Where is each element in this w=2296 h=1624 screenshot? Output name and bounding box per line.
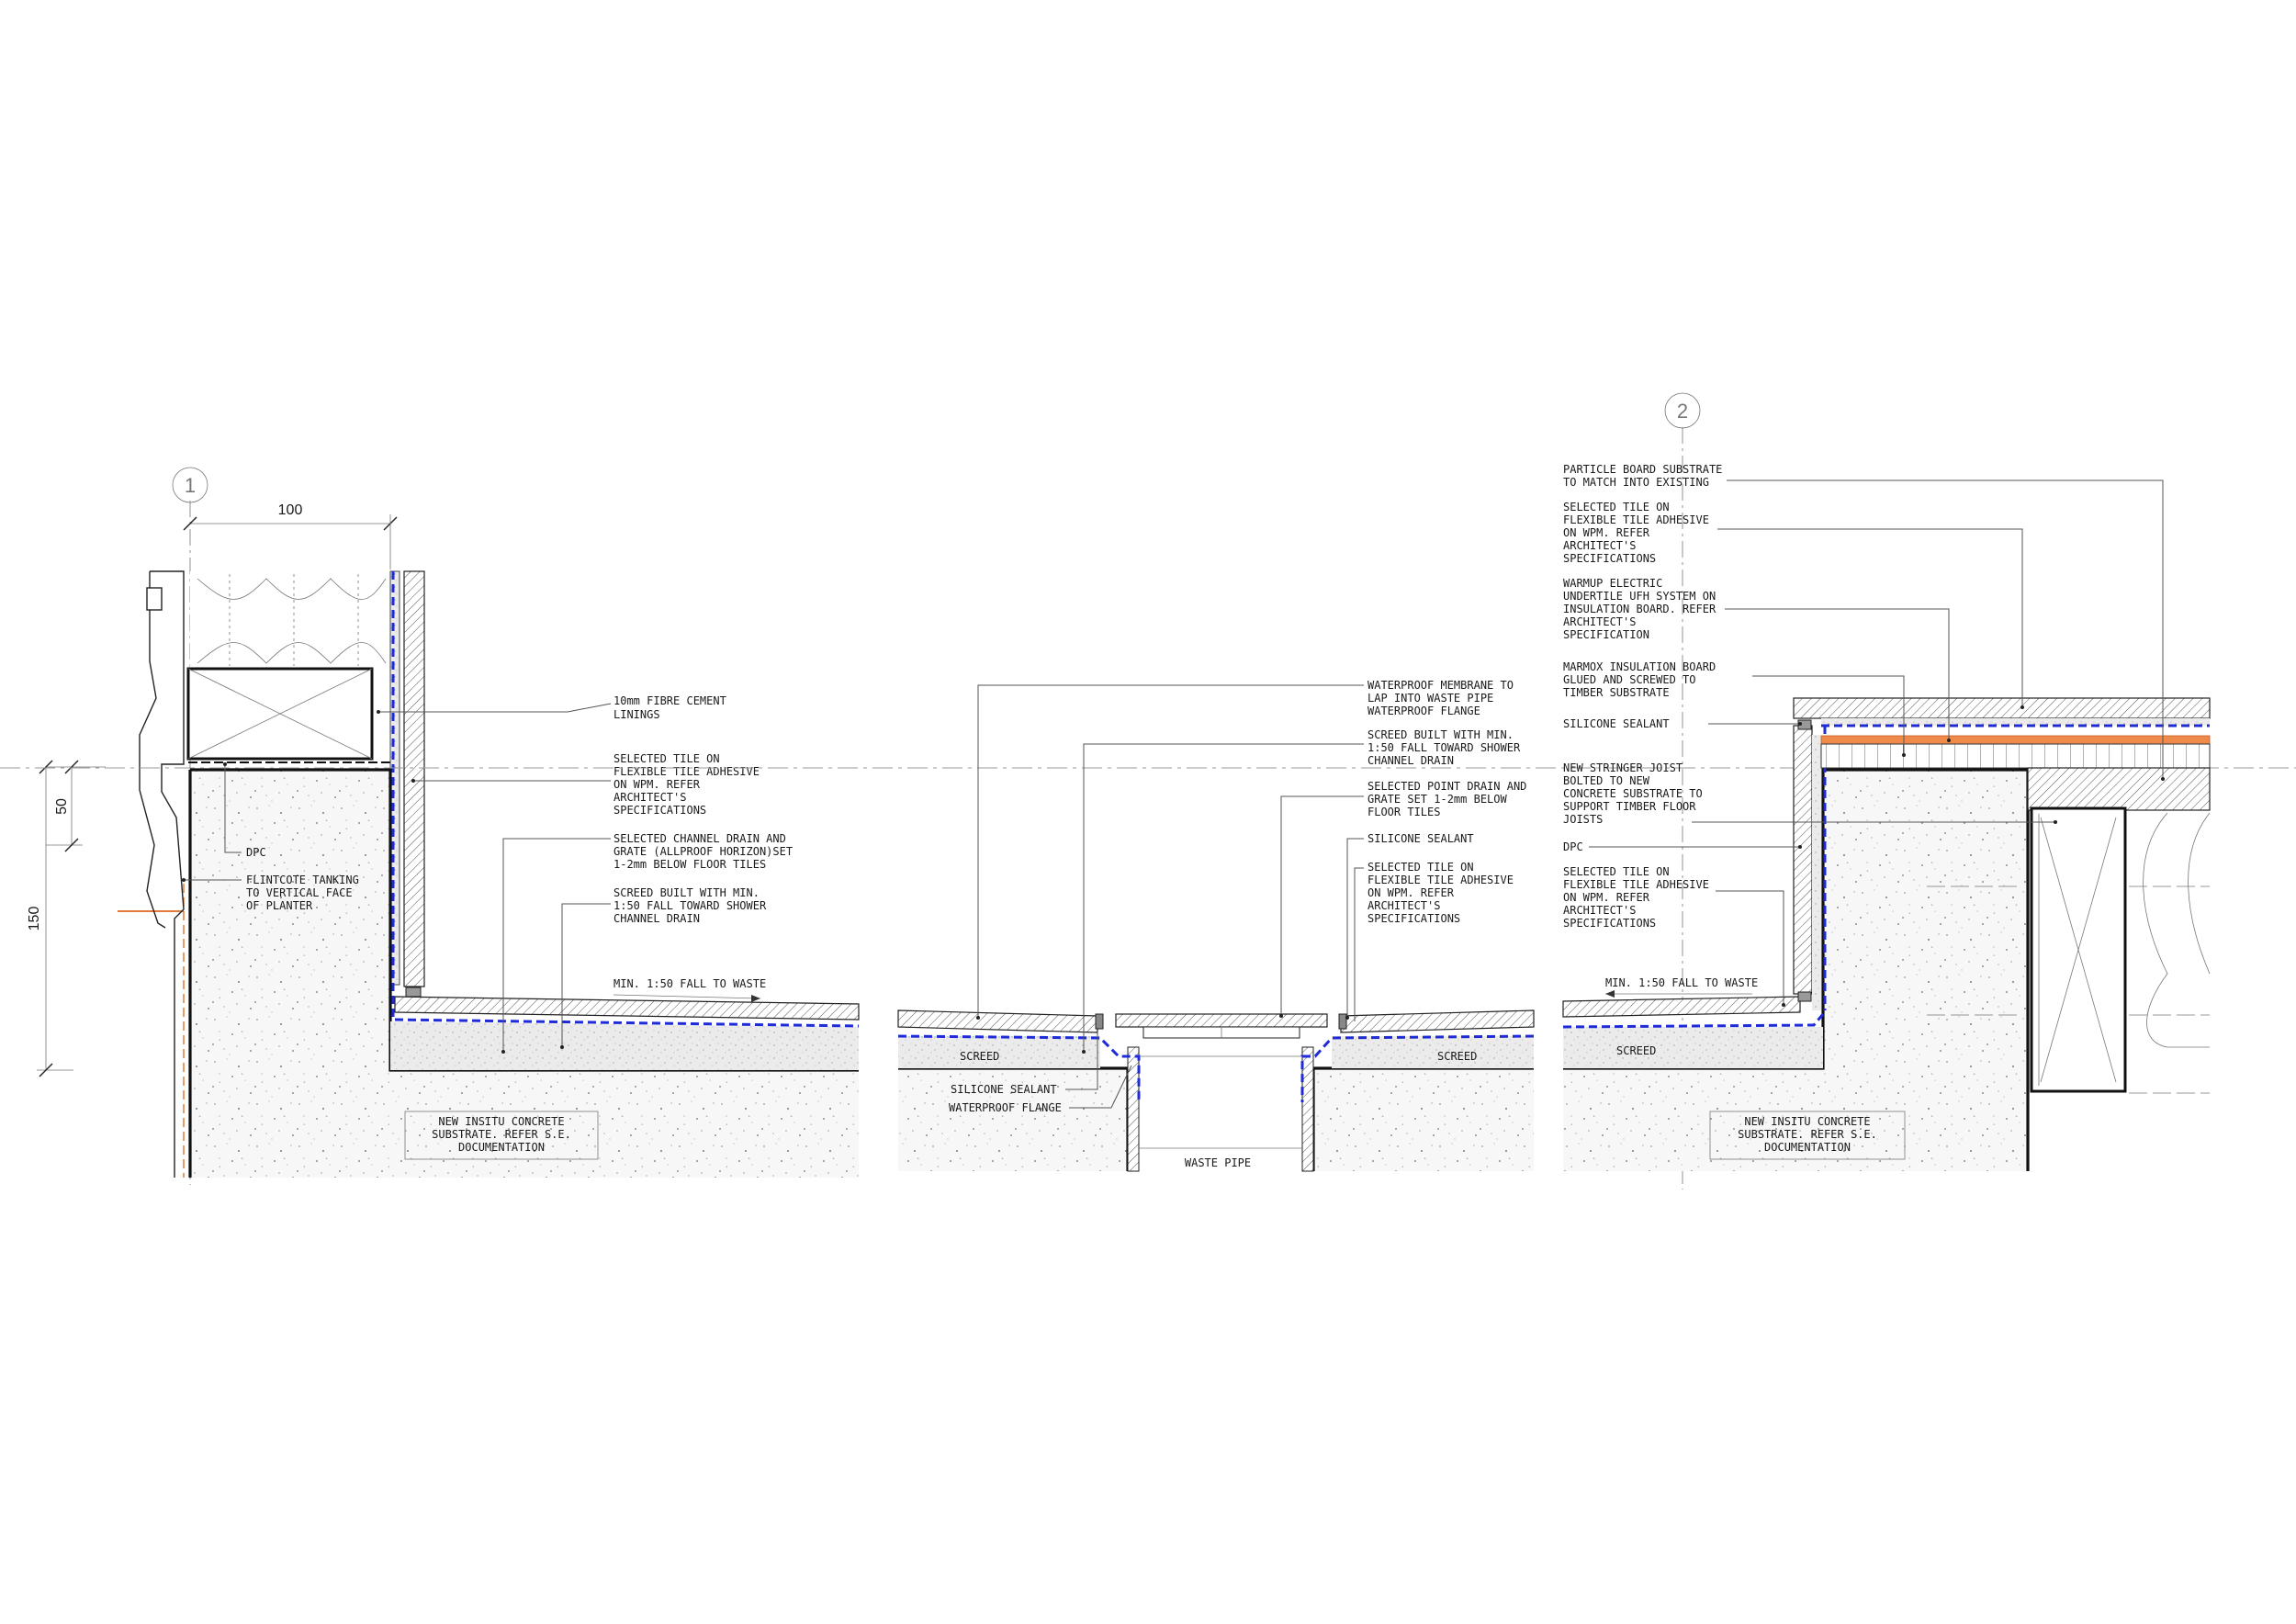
label-d2-wall-tile-3: ON WPM. REFER — [1563, 891, 1650, 904]
label-d2-silicone: SILICONE SEALANT — [1563, 717, 1670, 730]
label-drain-silicone: SILICONE SEALANT — [1367, 832, 1474, 845]
label-drain-tile-2: FLEXIBLE TILE ADHESIVE — [1367, 874, 1514, 886]
label-ufh-1: WARMUP ELECTRIC — [1563, 577, 1662, 590]
substrate-note-1-line2: SUBSTRATE. REFER S.E. — [432, 1128, 571, 1141]
marmox-insulation — [1820, 743, 2211, 769]
fall-note-2: MIN. 1:50 FALL TO WASTE — [1605, 976, 1758, 989]
label-membrane-3: WATERPROOF FLANGE — [1367, 705, 1480, 717]
label-tile-5: SPECIFICATIONS — [613, 804, 706, 817]
label-tanking-3: OF PLANTER — [246, 899, 313, 912]
label-d2-wall-tile-4: ARCHITECT'S — [1563, 904, 1636, 917]
waterproof-flange-label: WATERPROOF FLANGE — [949, 1101, 1062, 1114]
label-particle-board-1: PARTICLE BOARD SUBSTRATE — [1563, 463, 1722, 476]
label-tile-2: FLEXIBLE TILE ADHESIVE — [613, 765, 760, 778]
detail-number-1: 1 — [185, 474, 196, 497]
substrate-note-1-line1: NEW INSITU CONCRETE — [438, 1115, 564, 1128]
substrate-note-1-line3: DOCUMENTATION — [458, 1141, 545, 1154]
label-dpc-1: DPC — [246, 846, 266, 859]
label-stringer-3: CONCRETE SUBSTRATE TO — [1563, 787, 1703, 800]
drain-labels: WATERPROOF MEMBRANE TO LAP INTO WASTE PI… — [1367, 679, 1526, 925]
label-membrane-2: LAP INTO WASTE PIPE — [1367, 692, 1493, 705]
label-channel-drain-1: SELECTED CHANNEL DRAIN AND — [613, 832, 786, 845]
label-tanking-2: TO VERTICAL FACE — [246, 886, 353, 899]
detail-2: 2 MIN. 1:50 FALL TO WASTE — [1562, 392, 2211, 1190]
label-d2-tile-4: ARCHITECT'S — [1563, 539, 1636, 552]
label-point-drain-3: FLOOR TILES — [1367, 806, 1440, 818]
label-tanking-1: FLINTCOTE TANKING — [246, 874, 359, 886]
label-d2-tile-5: SPECIFICATIONS — [1563, 552, 1656, 565]
label-tile-3: ON WPM. REFER — [613, 778, 701, 791]
label-ufh-5: SPECIFICATION — [1563, 628, 1649, 641]
waste-pipe-label: WASTE PIPE — [1185, 1156, 1251, 1169]
label-point-drain-1: SELECTED POINT DRAIN AND — [1367, 780, 1526, 793]
label-marmox-2: GLUED AND SCREWED TO — [1563, 673, 1696, 686]
label-screed-2: 1:50 FALL TOWARD SHOWER — [613, 899, 767, 912]
concrete-substrate-1 — [190, 770, 859, 1178]
dim-50: 50 — [54, 798, 70, 815]
substrate-note-2-line1: NEW INSITU CONCRETE — [1744, 1115, 1870, 1128]
label-point-drain-2: GRATE SET 1-2mm BELOW — [1367, 793, 1507, 806]
substrate-note-2-line2: SUBSTRATE. REFER S.E. — [1738, 1128, 1877, 1141]
label-ufh-3: INSULATION BOARD. REFER — [1563, 603, 1716, 615]
label-drain-tile-5: SPECIFICATIONS — [1367, 912, 1460, 925]
label-marmox-3: TIMBER SUBSTRATE — [1563, 686, 1670, 699]
dim-100: 100 — [278, 502, 303, 518]
label-d2-wall-tile-1: SELECTED TILE ON — [1563, 865, 1670, 878]
label-fibre-cement-2: LININGS — [613, 708, 660, 721]
label-stringer-1: NEW STRINGER JOIST — [1563, 761, 1683, 774]
label-d2-dpc: DPC — [1563, 840, 1583, 853]
floor-tiles-2 — [1793, 697, 2211, 719]
label-drain-tile-1: SELECTED TILE ON — [1367, 861, 1474, 874]
label-screed-1: SCREED BUILT WITH MIN. — [613, 886, 760, 899]
label-screed-3: CHANNEL DRAIN — [613, 912, 700, 925]
concrete-substrate-drain — [898, 1068, 1534, 1171]
concrete-substrate-2 — [1563, 770, 2028, 1171]
label-membrane-1: WATERPROOF MEMBRANE TO — [1367, 679, 1514, 692]
insulation-batts — [190, 571, 390, 668]
label-drain-screed-3: CHANNEL DRAIN — [1367, 754, 1454, 767]
screed-label-2: SCREED — [1616, 1044, 1656, 1057]
label-drain-screed-2: 1:50 FALL TOWARD SHOWER — [1367, 741, 1521, 754]
silicone-sealant-label: SILICONE SEALANT — [951, 1083, 1057, 1096]
screed-right-label: SCREED — [1437, 1050, 1477, 1063]
drain-detail: SCREED SCREED SILICONE SEALANT WATERPROO… — [897, 679, 1535, 1172]
detail-number-2: 2 — [1677, 400, 1688, 423]
label-stringer-4: SUPPORT TIMBER FLOOR — [1563, 800, 1696, 813]
label-ufh-4: ARCHITECT'S — [1563, 615, 1636, 628]
label-marmox-1: MARMOX INSULATION BOARD — [1563, 660, 1716, 673]
floor-tile-1 — [394, 996, 860, 1021]
label-d2-tile-2: FLEXIBLE TILE ADHESIVE — [1563, 513, 1709, 526]
label-ufh-2: UNDERTILE UFH SYSTEM ON — [1563, 590, 1716, 603]
detail-1: 1 100 — [27, 467, 860, 1185]
label-stringer-5: JOISTS — [1563, 813, 1603, 826]
fall-note-1: MIN. 1:50 FALL TO WASTE — [613, 977, 766, 990]
label-particle-board-2: TO MATCH INTO EXISTING — [1563, 476, 1709, 489]
screed-left-label: SCREED — [960, 1050, 999, 1063]
detail-1-labels: 10mm FIBRE CEMENT LININGS SELECTED TILE … — [246, 694, 793, 925]
label-d2-tile-1: SELECTED TILE ON — [1563, 501, 1670, 513]
label-channel-drain-2: GRATE (ALLPROOF HORIZON)SET — [613, 845, 793, 858]
label-d2-tile-3: ON WPM. REFER — [1563, 526, 1650, 539]
label-channel-drain-3: 1-2mm BELOW FLOOR TILES — [613, 858, 766, 871]
label-fibre-cement-1: 10mm FIBRE CEMENT — [613, 694, 726, 707]
label-d2-wall-tile-5: SPECIFICATIONS — [1563, 917, 1656, 930]
detail-2-labels: PARTICLE BOARD SUBSTRATE TO MATCH INTO E… — [1563, 463, 1722, 930]
screed-1 — [390, 1021, 859, 1070]
label-tile-4: ARCHITECT'S — [613, 791, 686, 804]
dim-150: 150 — [27, 907, 42, 931]
particle-board — [2027, 767, 2211, 811]
substrate-note-2-line3: DOCUMENTATION — [1764, 1141, 1851, 1154]
label-drain-tile-4: ARCHITECT'S — [1367, 899, 1440, 912]
underfloor-heating — [1820, 735, 2211, 745]
label-d2-wall-tile-2: FLEXIBLE TILE ADHESIVE — [1563, 878, 1709, 891]
label-stringer-2: BOLTED TO NEW — [1563, 774, 1650, 787]
label-tile-1: SELECTED TILE ON — [613, 752, 720, 765]
label-drain-screed-1: SCREED BUILT WITH MIN. — [1367, 728, 1514, 741]
label-drain-tile-3: ON WPM. REFER — [1367, 886, 1455, 899]
